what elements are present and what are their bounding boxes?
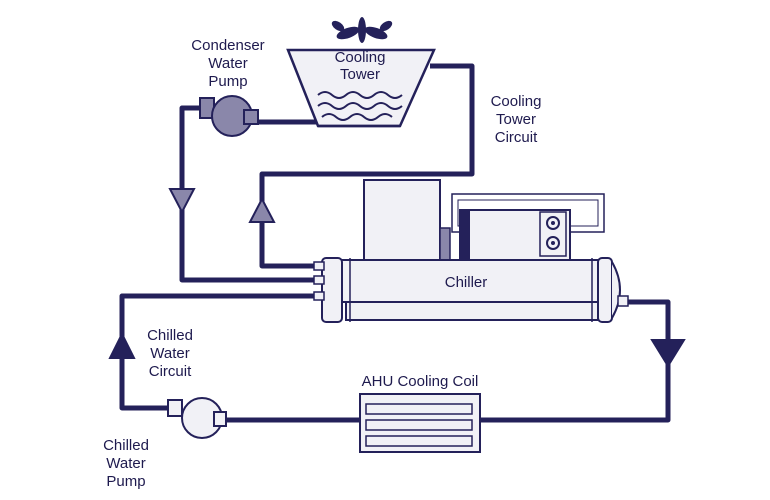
svg-text:Water: Water	[106, 455, 145, 472]
svg-text:Water: Water	[208, 55, 247, 72]
flow-arrow-down-icon	[168, 188, 196, 215]
svg-text:Pump: Pump	[106, 473, 145, 490]
condenser-water-pump	[199, 95, 259, 137]
fan-icon	[331, 17, 393, 43]
svg-text:Chilled: Chilled	[103, 437, 149, 454]
chilled-water-pump	[167, 397, 227, 439]
flow-arrow-down-icon	[650, 339, 686, 368]
compressor	[363, 179, 441, 261]
cooling-tower-label-line1: Cooling	[335, 49, 386, 66]
svg-text:Pump: Pump	[208, 73, 247, 90]
chiller-label: Chiller	[445, 274, 488, 291]
chilled-water-pump-label: Chilled Water Pump	[103, 437, 149, 490]
condenser-pump-label: Condenser Water Pump	[191, 37, 264, 90]
chiller: Chiller	[313, 179, 629, 323]
pipe-tower-return	[259, 63, 475, 269]
svg-text:Chilled: Chilled	[147, 327, 193, 344]
cooling-tower-circuit-label: Cooling Tower Circuit	[491, 93, 542, 146]
svg-text:Tower: Tower	[496, 111, 536, 128]
svg-text:Condenser: Condenser	[191, 37, 264, 54]
pipe-pump-to-chiller	[179, 105, 322, 283]
flow-arrow-up-icon	[108, 331, 136, 359]
cooling-tower-label-line2: Tower	[340, 66, 380, 83]
ahu-cooling-coil-label: AHU Cooling Coil	[362, 373, 479, 390]
chilled-water-circuit-label: Chilled Water Circuit	[147, 327, 193, 380]
ahu-cooling-coil: AHU Cooling Coil	[359, 373, 481, 453]
chiller-shell	[339, 259, 605, 303]
cooling-tower: Cooling Tower	[286, 17, 436, 128]
svg-text:Circuit: Circuit	[149, 363, 192, 380]
chiller-lower-shell	[345, 301, 599, 321]
compressor-pipe	[439, 227, 451, 261]
svg-text:Circuit: Circuit	[495, 129, 538, 146]
flow-arrow-up-icon	[248, 196, 276, 223]
svg-text:Water: Water	[150, 345, 189, 362]
water-waves-icon	[317, 91, 403, 121]
svg-text:Cooling: Cooling	[491, 93, 542, 110]
